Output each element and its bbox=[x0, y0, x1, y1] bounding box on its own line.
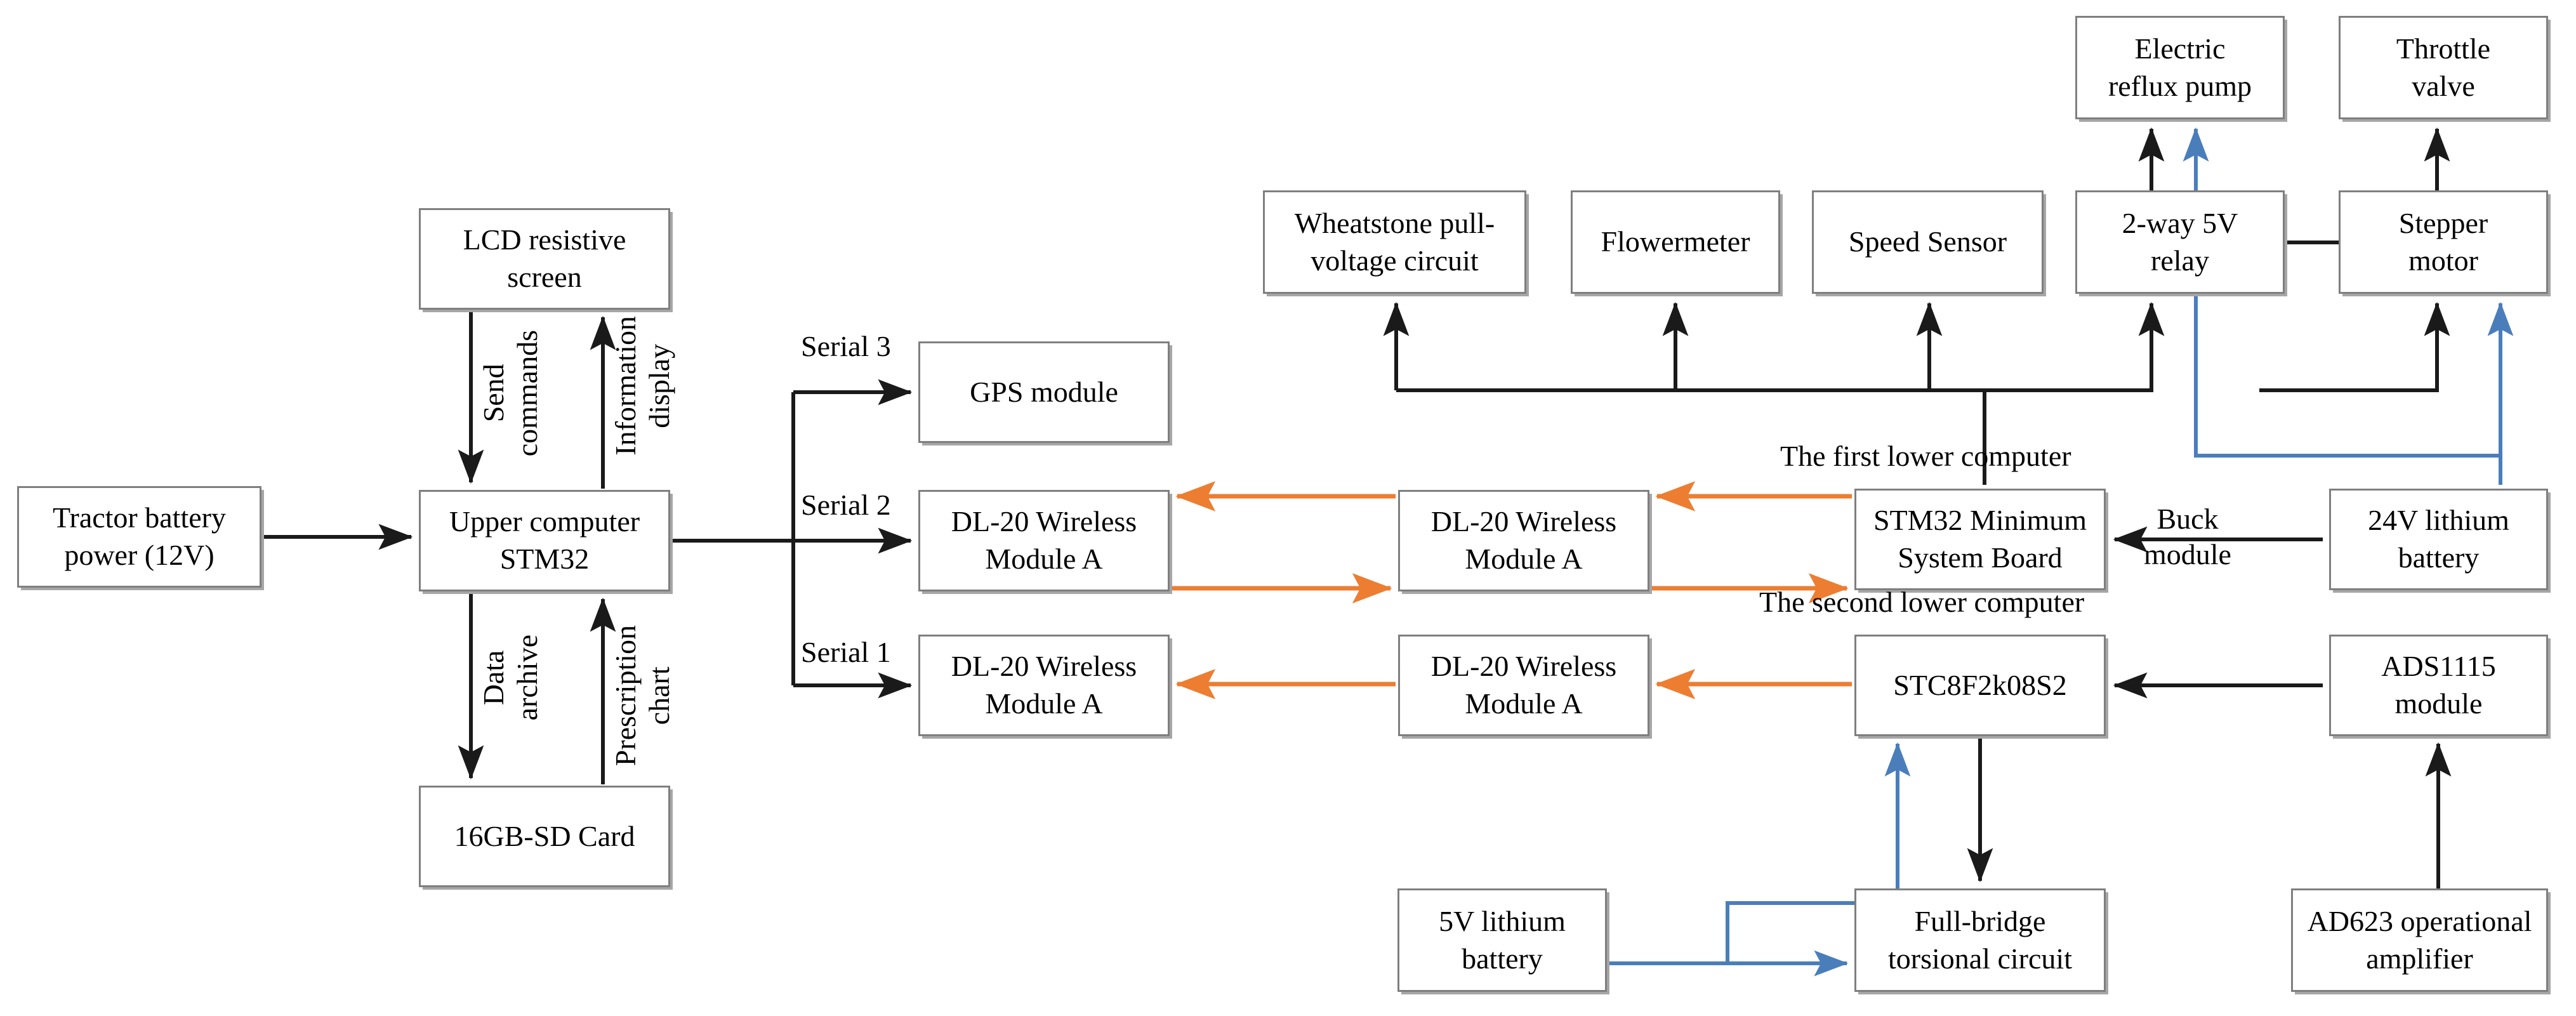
node-ads1115-module[interactable]: ADS1115 module bbox=[2329, 635, 2548, 736]
label-information-display: Information display bbox=[609, 316, 675, 456]
label-send-commands: Send commands bbox=[477, 330, 543, 457]
node-dl20-a-serial1[interactable]: DL-20 Wireless Module A bbox=[918, 635, 1170, 736]
label-first-lower-computer: The first lower computer bbox=[1780, 440, 2071, 472]
label-second-lower-computer: The second lower computer bbox=[1759, 586, 2085, 618]
node-tractor-battery[interactable]: Tractor battery power (12V) bbox=[17, 486, 261, 588]
node-flowermeter[interactable]: Flowermeter bbox=[1571, 190, 1780, 294]
wire-bus-to-stepper bbox=[2259, 301, 2450, 392]
node-stepper-motor[interactable]: Stepper motor bbox=[2339, 190, 2548, 294]
wire-5v-to-stc8 bbox=[1726, 742, 1911, 963]
node-gps-module[interactable]: GPS module bbox=[918, 341, 1170, 443]
node-dl20-b-serial2[interactable]: DL-20 Wireless Module A bbox=[1398, 490, 1649, 591]
label-serial-1: Serial 1 bbox=[801, 636, 891, 668]
node-battery-24v[interactable]: 24V lithium battery bbox=[2329, 489, 2548, 590]
node-ad623-amplifier[interactable]: AD623 operational amplifier bbox=[2291, 888, 2548, 992]
label-buck-module: Buck module bbox=[2144, 503, 2231, 571]
node-dl20-a-serial2[interactable]: DL-20 Wireless Module A bbox=[918, 490, 1170, 591]
label-serial-2: Serial 2 bbox=[801, 489, 891, 521]
node-battery-5v[interactable]: 5V lithium battery bbox=[1397, 888, 1607, 992]
node-wheatstone-circuit[interactable]: Wheatstone pull- voltage circuit bbox=[1263, 190, 1526, 294]
node-speed-sensor[interactable]: Speed Sensor bbox=[1812, 190, 2044, 294]
wire-bus-to-relay bbox=[1985, 301, 2165, 392]
node-stc8f2k08s2[interactable]: STC8F2k08S2 bbox=[1854, 635, 2106, 736]
label-prescription-chart: Prescription chart bbox=[609, 625, 675, 767]
label-serial-3: Serial 3 bbox=[801, 330, 891, 362]
node-dl20-b-serial1[interactable]: DL-20 Wireless Module A bbox=[1398, 635, 1649, 736]
node-full-bridge-circuit[interactable]: Full-bridge torsional circuit bbox=[1854, 888, 2106, 992]
node-upper-computer[interactable]: Upper computer STM32 bbox=[419, 490, 670, 591]
node-lcd-screen[interactable]: LCD resistive screen bbox=[419, 208, 670, 310]
node-stm32-min-board[interactable]: STM32 Minimum System Board bbox=[1854, 489, 2106, 590]
label-data-archive: Data archive bbox=[477, 635, 543, 721]
node-throttle-valve[interactable]: Throttle valve bbox=[2339, 16, 2548, 119]
node-sd-card[interactable]: 16GB-SD Card bbox=[419, 786, 670, 887]
node-relay-5v[interactable]: 2-way 5V relay bbox=[2075, 190, 2285, 294]
node-electric-reflux-pump[interactable]: Electric reflux pump bbox=[2075, 16, 2285, 119]
